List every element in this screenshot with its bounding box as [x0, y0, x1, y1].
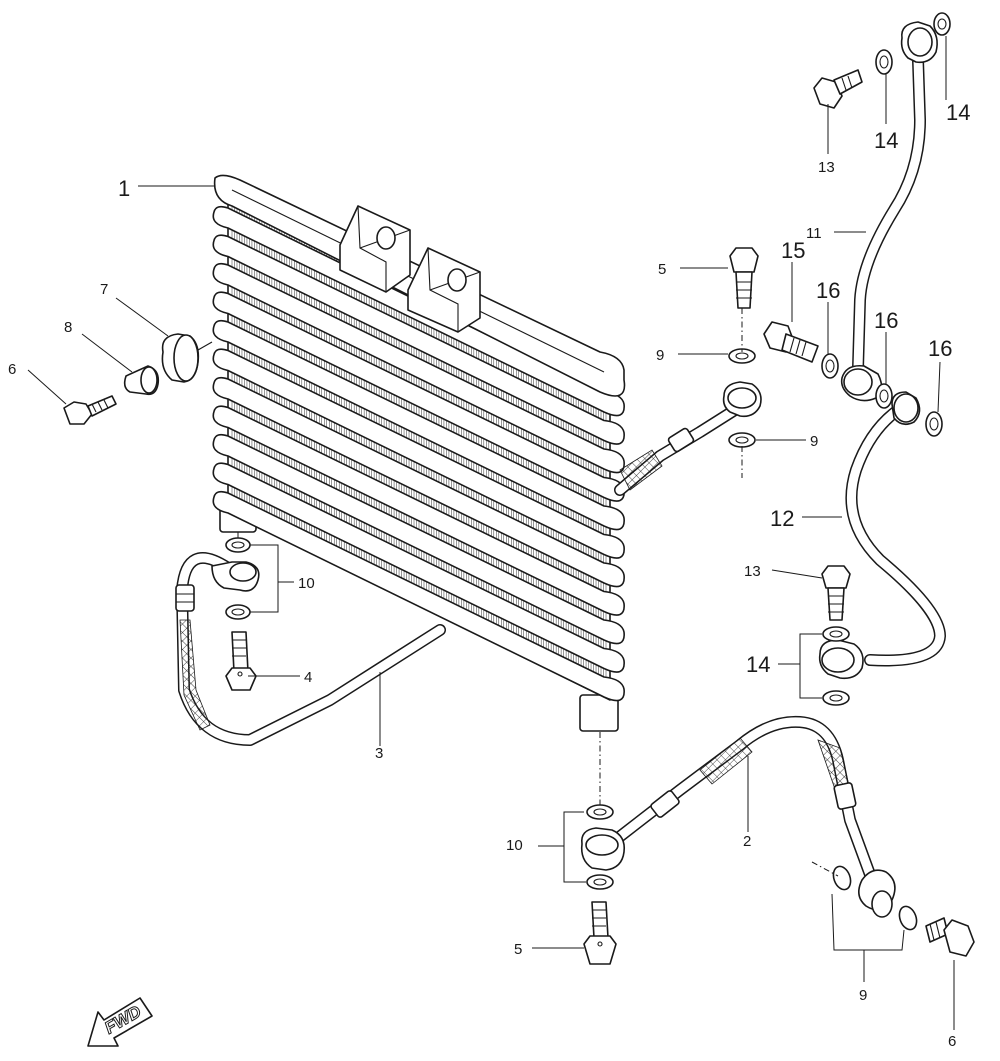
washers-16 [821, 353, 943, 437]
grommet [161, 333, 213, 383]
banjo-bolt-13-top [813, 69, 863, 109]
callout-6-left: 6 [8, 361, 16, 378]
callout-13-top: 13 [818, 159, 835, 176]
banjo-bolt-13-bottom [821, 565, 851, 621]
callout-10-bottom: 10 [506, 837, 523, 854]
washers-10-bottom [586, 804, 614, 890]
callout-14-top-left: 14 [874, 128, 898, 153]
callout-2: 2 [743, 833, 751, 850]
fwd-direction-arrow: FWD [87, 997, 153, 1047]
callout-16-mid: 16 [874, 308, 898, 333]
callout-6-right: 6 [948, 1033, 956, 1050]
centerlines [237, 308, 839, 877]
bolt-15 [763, 321, 819, 363]
collar-spacer [123, 365, 160, 396]
oil-pipe-11 [840, 21, 938, 402]
callout-9-mid: 9 [810, 433, 818, 450]
callout-14-bottom: 14 [746, 652, 770, 677]
oil-hose-upper-stub [614, 381, 762, 496]
bolt-left [63, 395, 117, 425]
banjo-bolt-5-bottom [583, 901, 617, 965]
callout-5-bottom: 5 [514, 941, 522, 958]
callout-13-bottom: 13 [744, 563, 761, 580]
washers-14-bottom [822, 626, 850, 706]
banjo-bolt-6-right [925, 917, 975, 957]
callout-3: 3 [375, 745, 383, 762]
callout-16-left: 16 [816, 278, 840, 303]
oil-hose-3 [175, 552, 446, 746]
callout-9-bottom: 9 [859, 987, 867, 1004]
washers-9-right [832, 865, 918, 931]
oil-pipe-12 [818, 391, 946, 680]
callout-15: 15 [781, 238, 805, 263]
callout-labels: 1 6 8 7 5 9 9 4 10 3 2 10 5 9 6 13 14 14… [8, 100, 970, 1050]
callout-12: 12 [770, 506, 794, 531]
callout-1: 1 [118, 176, 130, 201]
banjo-bolt-4 [225, 631, 257, 691]
washers-14-top [875, 12, 951, 75]
callout-16-right: 16 [928, 336, 952, 361]
callout-8: 8 [64, 319, 72, 336]
callout-7: 7 [100, 281, 108, 298]
callout-5-top: 5 [658, 261, 666, 278]
banjo-bolt-5-top [729, 247, 759, 309]
oil-cooler-core [212, 174, 626, 732]
callout-14-top-right: 14 [946, 100, 970, 125]
oil-hose-2 [580, 715, 896, 918]
mounting-bracket-right [407, 247, 481, 333]
mounting-bracket-left [339, 205, 411, 293]
callout-9-top: 9 [656, 347, 664, 364]
callout-4: 4 [304, 669, 312, 686]
callout-10-left: 10 [298, 575, 315, 592]
callout-11: 11 [806, 225, 822, 242]
leader-lines [27, 36, 955, 1030]
